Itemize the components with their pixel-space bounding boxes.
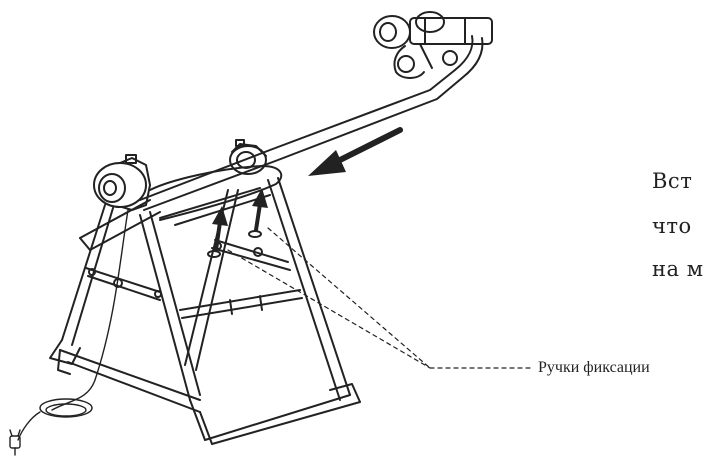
- pivot-hub-right: [229, 139, 267, 175]
- ankle-holder: [373, 11, 493, 79]
- locking-handles: [207, 188, 268, 258]
- pivot-hub-left: [93, 154, 151, 211]
- a-frame-right: [184, 177, 351, 401]
- callout-locking-handles-label: Ручки фиксации: [538, 359, 650, 376]
- power-cord: [17, 209, 129, 441]
- main-beam: [139, 35, 484, 211]
- base-frame: [57, 289, 361, 445]
- instruction-text-line-3: на м: [652, 257, 704, 281]
- direction-arrow: [308, 127, 403, 176]
- plug-icon: [9, 429, 21, 456]
- callout-leader-lines: [227, 227, 533, 369]
- table-frame: [79, 165, 283, 251]
- instruction-text-line-2: что: [652, 214, 692, 238]
- instruction-text-line-1: Вст: [652, 169, 693, 193]
